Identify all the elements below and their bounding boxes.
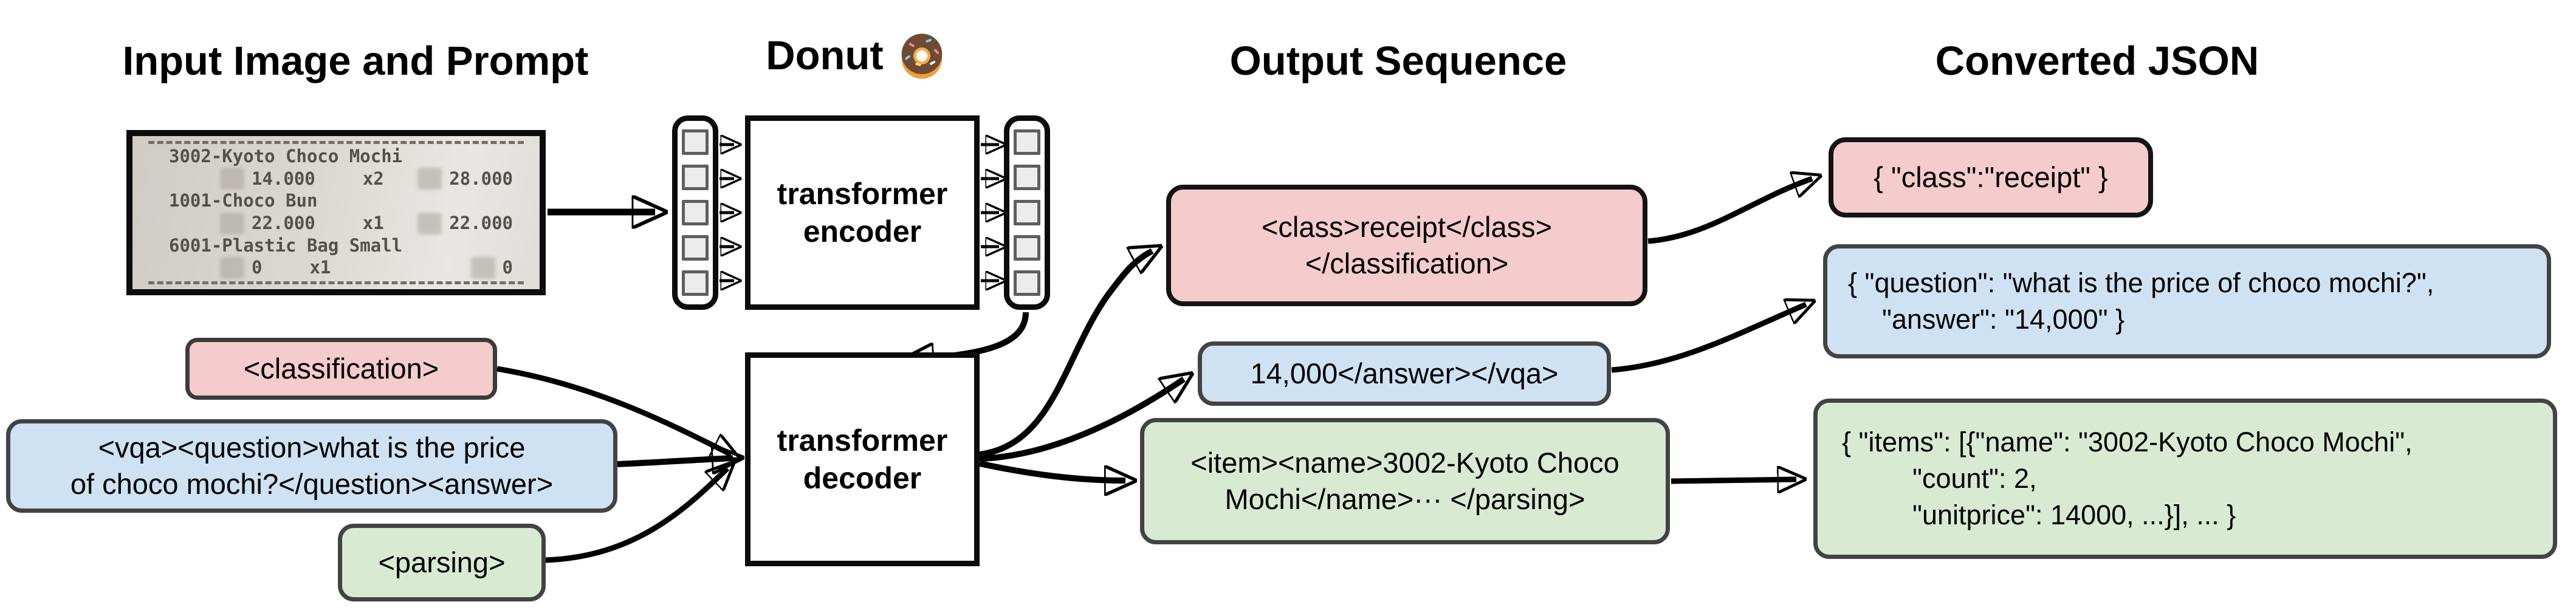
output-classification-line1: <class>receipt</class> (1261, 211, 1553, 243)
blur-patch (417, 212, 442, 235)
arrow-decoder-to-vqa-output (979, 379, 1184, 462)
output-classification-line2: </classification> (1305, 247, 1509, 279)
prompt-vqa-line1: <vqa><question>what is the price (98, 431, 526, 464)
section-title-converted-json: Converted JSON (1935, 38, 2259, 84)
json-parsing-box: { "items": [{"name": "3002-Kyoto Choco M… (1813, 399, 2557, 559)
blur-patch (220, 168, 244, 190)
output-parsing-line2: Mochi</name>··· </parsing> (1224, 483, 1585, 515)
receipt-item-name: 1001-Choco Bun (169, 190, 318, 211)
receipt-item-price: 0 (252, 257, 263, 278)
token-cell (682, 129, 709, 155)
arrow-decoder-to-parsing-output (978, 461, 1125, 481)
prompt-vqa-line2: of choco mochi?</question><answer> (70, 468, 554, 500)
prompt-parsing-box: <parsing> (338, 524, 546, 601)
receipt-item-total: 22.000 (449, 213, 513, 234)
output-parsing-box: <item><name>3002-Kyoto Choco Mochi</name… (1140, 418, 1670, 544)
receipt-item-price: 22.000 (252, 213, 315, 234)
json-parsing-line1: { "items": [{"name": "3002-Kyoto Choco M… (1842, 426, 2413, 457)
input-patch-tokens-column (672, 115, 718, 310)
receipt-item-numbers: 22.000 x1 22.000 (142, 212, 530, 235)
donut-icon (901, 33, 943, 79)
token-cell (682, 235, 709, 261)
encoder-label-line2: encoder (803, 214, 922, 248)
receipt-item-total-group: 22.000 (417, 212, 530, 235)
blur-patch (417, 168, 442, 190)
json-parsing-line2: "count": 2, (1912, 463, 2037, 494)
receipt-item-numbers: 14.000 x2 28.000 (142, 168, 530, 190)
arrow-parsing-output-to-json (1671, 479, 1796, 481)
arrow-vqa-prompt-to-decoder (617, 458, 733, 464)
output-classification-box: <class>receipt</class> </classification> (1166, 185, 1647, 306)
token-cell (1014, 270, 1040, 296)
json-classification-box: { "class":"receipt" } (1829, 137, 2153, 217)
transformer-decoder-block: transformer decoder (745, 352, 980, 566)
token-cell (682, 165, 709, 190)
blur-patch (220, 256, 244, 279)
decoder-label-line1: transformer (777, 423, 948, 457)
section-title-input-image-and-prompt: Input Image and Prompt (122, 38, 589, 84)
receipt-item-name: 3002-Kyoto Choco Mochi (169, 146, 403, 167)
token-cell (1014, 200, 1040, 225)
receipt-item-price: 14.000 (252, 168, 315, 189)
receipt-item-numbers: 0 x1 0 (142, 256, 530, 279)
receipt-image: 3002-Kyoto Choco Mochi 14.000 x2 28.000 … (126, 130, 546, 295)
donut-title-text: Donut (766, 32, 884, 78)
encoder-label-line1: transformer (777, 177, 948, 211)
receipt-item-total-group: 28.000 (417, 168, 530, 190)
receipt-item-name: 6001-Plastic Bag Small (169, 235, 403, 256)
receipt-item-qty: x1 (362, 213, 384, 234)
token-cell (1014, 165, 1040, 190)
receipt-item-total: 0 (502, 257, 513, 278)
receipt-item-qty: x1 (309, 257, 331, 278)
output-parsing-line1: <item><name>3002-Kyoto Choco (1190, 447, 1619, 479)
blur-patch (220, 212, 244, 235)
prompt-vqa-box: <vqa><question>what is the price of choc… (6, 419, 617, 513)
token-cell (1014, 129, 1040, 155)
arrow-decoder-to-classification-output (979, 251, 1152, 457)
token-cell (1014, 235, 1040, 261)
json-vqa-line1: { "question": "what is the price of choc… (1848, 267, 2434, 298)
arrow-classification-prompt-to-decoder (496, 366, 731, 454)
receipt-item-total-group: 0 (470, 256, 530, 279)
encoder-embedding-tokens-column (1004, 115, 1050, 310)
json-parsing-line3: "unitprice": 14000, ...}], ... } (1912, 499, 2236, 530)
token-cell (682, 200, 709, 225)
section-title-output-sequence: Output Sequence (1229, 38, 1567, 84)
json-vqa-box: { "question": "what is the price of choc… (1823, 244, 2551, 358)
prompt-classification-box: <classification> (185, 338, 497, 400)
token-cell (682, 270, 709, 296)
arrow-classification-output-to-json (1647, 179, 1812, 244)
receipt-item-qty: x2 (362, 168, 384, 189)
receipt-dashed-line-bottom (148, 281, 524, 284)
output-vqa-box: 14,000</answer></vqa> (1198, 341, 1611, 406)
receipt-dashed-line-top (148, 141, 524, 145)
json-vqa-line2: "answer": "14,000" } (1882, 304, 2125, 335)
arrow-parsing-prompt-to-decoder (544, 468, 727, 563)
arrow-vqa-output-to-json (1611, 304, 1806, 373)
receipt-item-total: 28.000 (449, 168, 513, 189)
decoder-label-line2: decoder (803, 461, 922, 495)
transformer-encoder-block: transformer encoder (745, 115, 980, 310)
blur-patch (470, 256, 495, 279)
section-title-donut: Donut (693, 29, 1021, 81)
